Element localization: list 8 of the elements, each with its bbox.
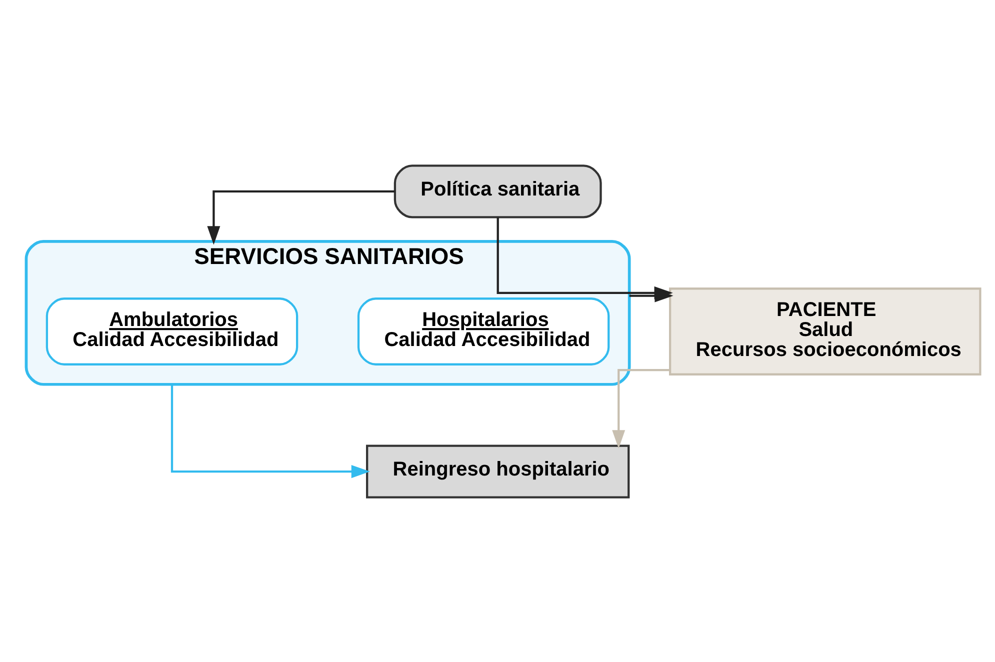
- node-box: Reingreso hospitalario: [366, 444, 630, 498]
- node-box: Hospitalarios Calidad Accesibilidad: [357, 297, 610, 365]
- arrow: [612, 368, 670, 448]
- node-box: Ambulatorios Calidad Accesibilidad: [46, 297, 298, 365]
- node-box: PACIENTE Salud Recursos socioeconómicos: [669, 287, 982, 375]
- arrow: [207, 190, 395, 244]
- arrow: [170, 384, 370, 478]
- node-box: Política sanitaria: [394, 164, 602, 218]
